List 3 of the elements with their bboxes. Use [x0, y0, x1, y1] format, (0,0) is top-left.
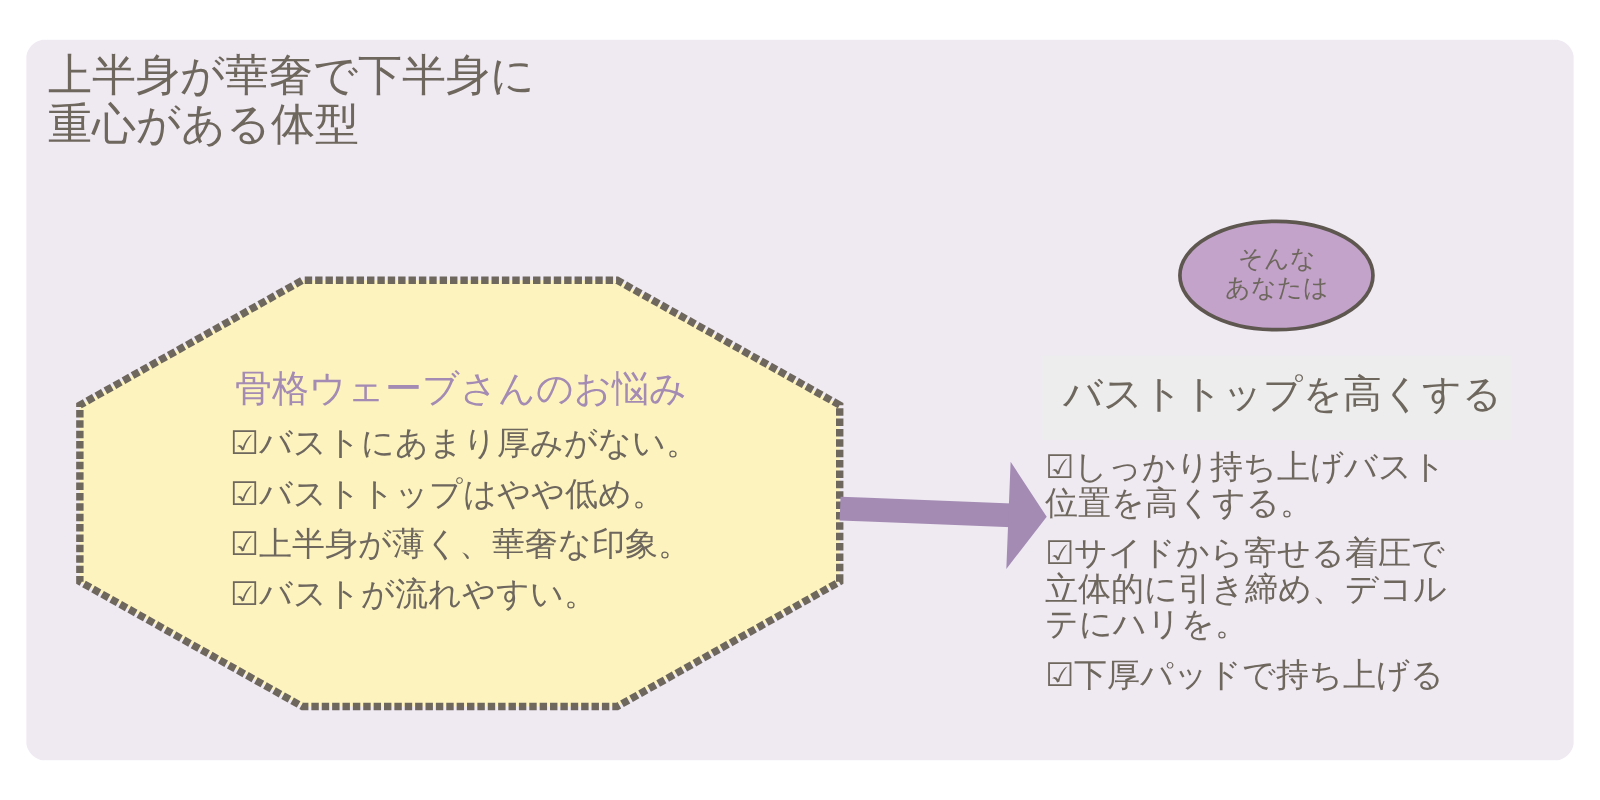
node-ellipse: そんなあなたは [1178, 219, 1375, 332]
arrow [839, 461, 1047, 569]
node-text: バストトップを高くする ☑しっかり持ち上げバスト位置を高くする。 ☑サイドから寄せる着圧で立体的に引き締め、デコルテにハリを。 ☑下厚パッドで持ち上げる [1045, 371, 1502, 694]
